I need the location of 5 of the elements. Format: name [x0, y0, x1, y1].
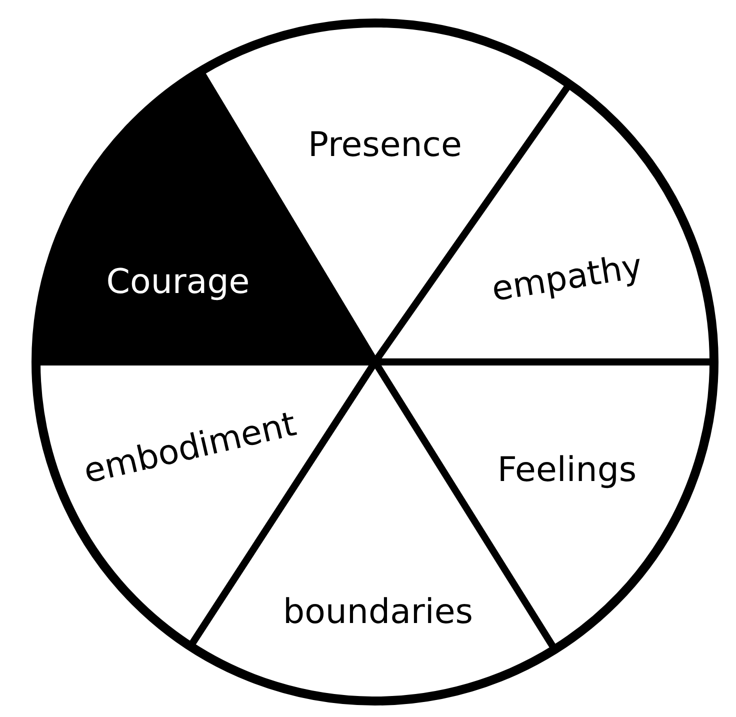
- segment-label: boundaries: [283, 592, 473, 632]
- segment-label: Feelings: [497, 450, 637, 490]
- segment-label: Courage: [106, 262, 250, 302]
- segment-label: Presence: [308, 124, 462, 165]
- segment-label: empathy: [489, 246, 645, 310]
